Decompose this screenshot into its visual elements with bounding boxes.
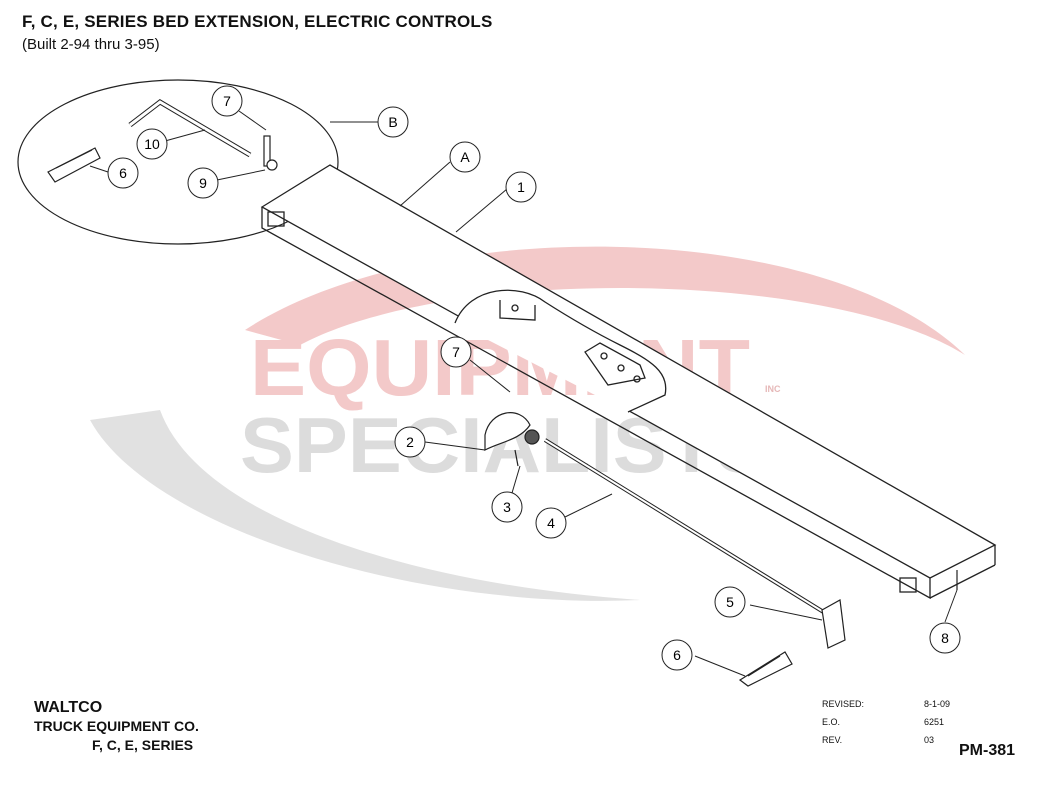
svg-text:9: 9 [199, 175, 207, 191]
eo-value: 6251 [924, 717, 945, 727]
leader-lines [89, 110, 958, 677]
callout-2: 2 [394, 426, 426, 458]
detail-ellipse [17, 79, 339, 245]
callout-7-mid: 7 [440, 336, 472, 368]
svg-text:B: B [388, 114, 397, 130]
rev-label: REV. [822, 735, 843, 745]
callout-3: 3 [491, 491, 523, 523]
page-title: F, C, E, SERIES BED EXTENSION, ELECTRIC … [22, 12, 493, 31]
company-block: WALTCO TRUCK EQUIPMENT CO. F, C, E, SERI… [34, 698, 199, 755]
svg-text:6: 6 [673, 647, 681, 663]
rev-value: 03 [924, 735, 935, 745]
svg-text:8: 8 [941, 630, 949, 646]
document-number: PM-381 [959, 742, 1016, 759]
svg-text:10: 10 [144, 136, 160, 152]
revision-row-eo: E.O. 6251 [822, 713, 950, 731]
handle [484, 412, 531, 451]
callout-A: A [449, 141, 481, 173]
brand-name: WALTCO [34, 699, 103, 716]
bracket [821, 599, 846, 649]
svg-text:7: 7 [223, 93, 231, 109]
svg-text:4: 4 [547, 515, 555, 531]
revision-row-revised: REVISED: 8-1-09 [822, 695, 950, 713]
svg-text:2: 2 [406, 434, 414, 450]
handle-assembly-detail [47, 98, 278, 183]
callout-4: 4 [535, 507, 567, 539]
revised-value: 8-1-09 [924, 699, 951, 709]
svg-text:3: 3 [503, 499, 511, 515]
revised-label: REVISED: [822, 699, 865, 709]
callout-6-bottom: 6 [661, 639, 693, 671]
callout-7-top: 7 [211, 85, 243, 117]
linkage [484, 412, 958, 687]
company-name: TRUCK EQUIPMENT CO. [34, 718, 199, 734]
svg-text:7: 7 [452, 344, 460, 360]
svg-text:6: 6 [119, 165, 127, 181]
series-name: F, C, E, SERIES [92, 737, 194, 753]
callout-8: 8 [929, 622, 961, 654]
callout-B: B [377, 106, 409, 138]
watermark-swoosh-gray [90, 410, 640, 601]
svg-text:A: A [460, 149, 470, 165]
revision-row-rev: REV. 03 [822, 731, 950, 749]
svg-text:5: 5 [726, 594, 734, 610]
svg-text:1: 1 [517, 179, 525, 195]
callout-9: 9 [187, 167, 219, 199]
callout-5: 5 [714, 586, 746, 618]
eo-label: E.O. [822, 717, 841, 727]
callout-10: 10 [136, 128, 168, 160]
page-subtitle: (Built 2-94 thru 3-95) [22, 36, 160, 53]
callout-1: 1 [505, 171, 537, 203]
revision-table: REVISED: 8-1-09 E.O. 6251 REV. 03 [822, 695, 950, 749]
bed-extension [260, 164, 997, 600]
watermark-mark: INC [765, 384, 781, 394]
callout-6-top: 6 [107, 157, 139, 189]
callouts: 7 B 10 6 9 A 1 7 [107, 85, 961, 671]
